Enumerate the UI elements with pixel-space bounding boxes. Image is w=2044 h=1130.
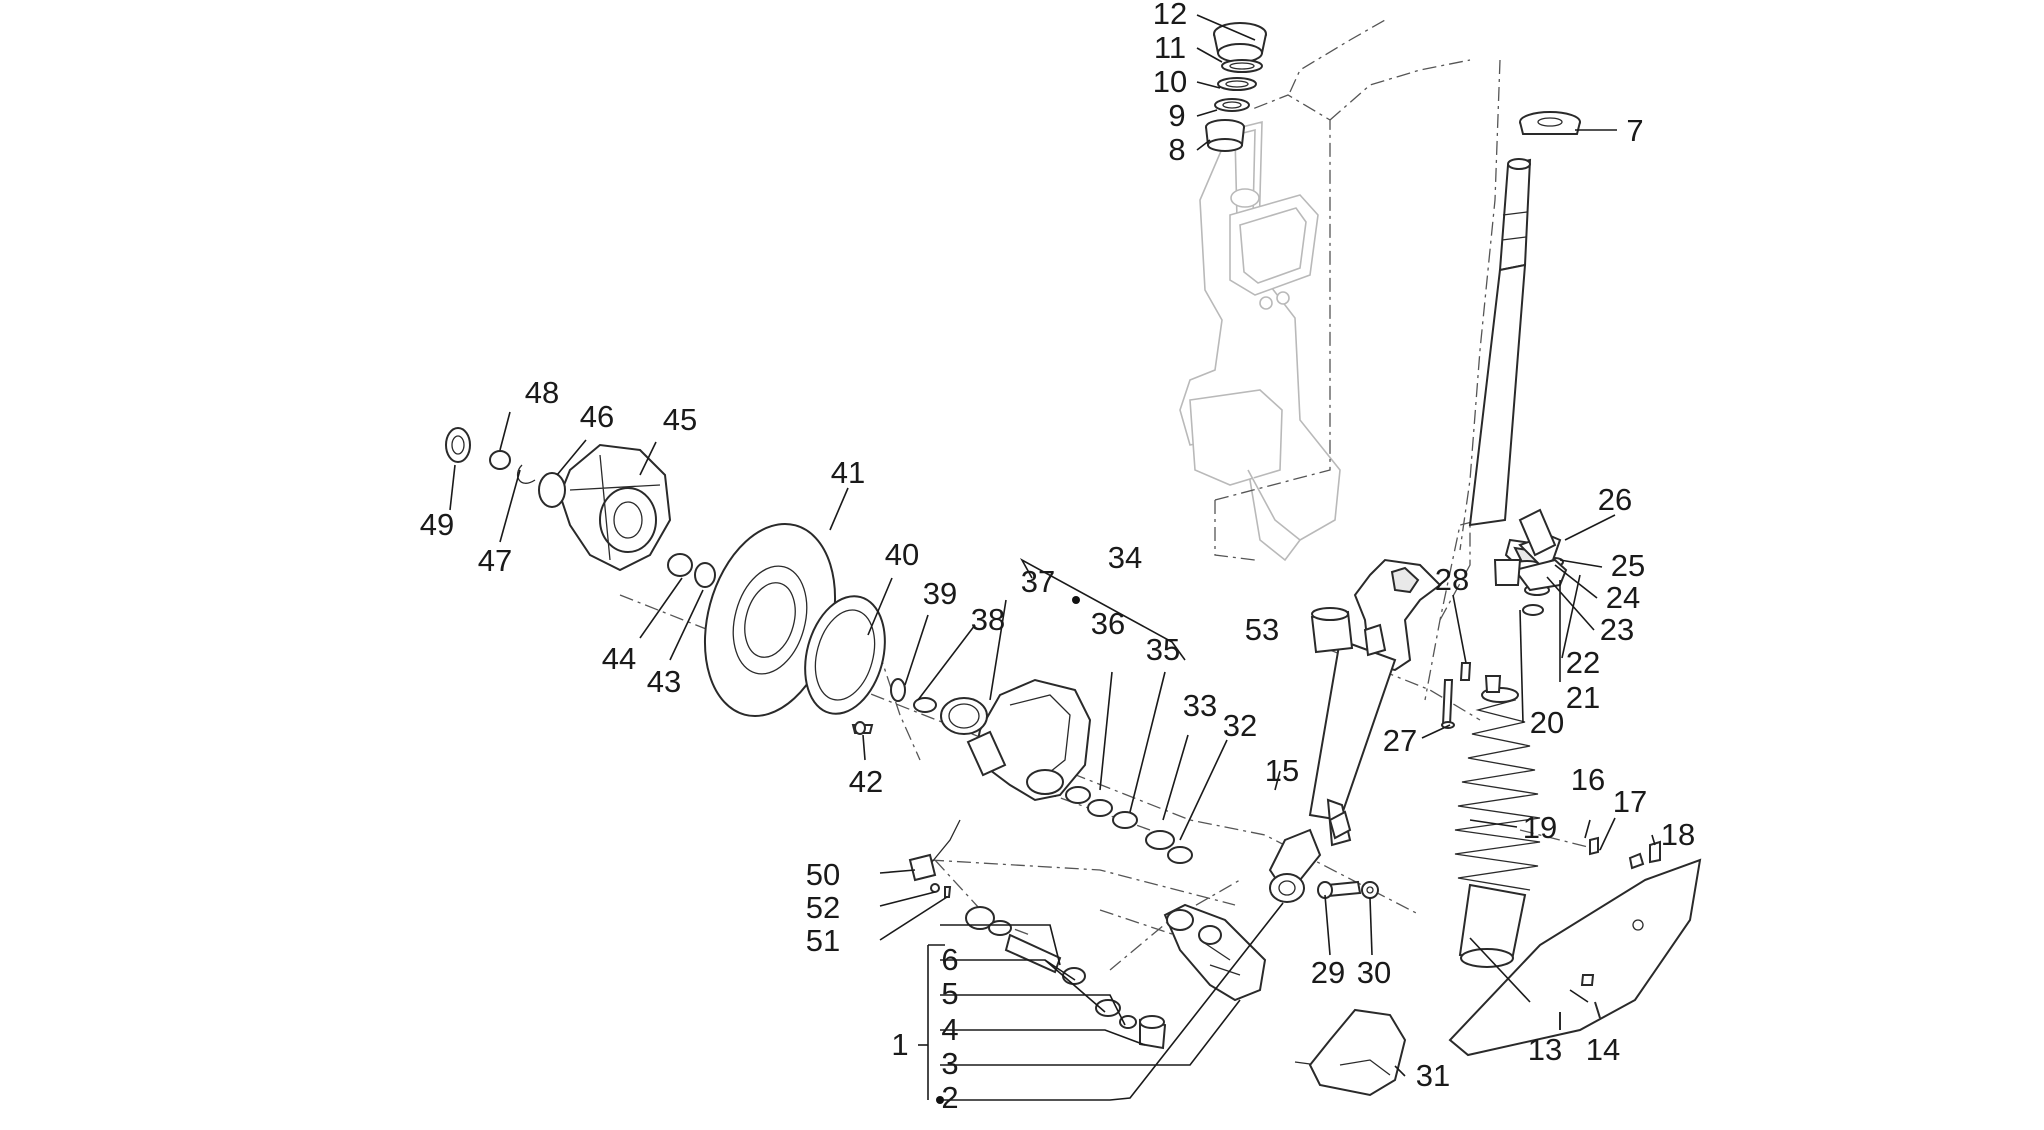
cover-31 bbox=[1294, 1008, 1407, 1097]
callout-31: 31 bbox=[1416, 1058, 1450, 1093]
callout-7: 7 bbox=[1626, 113, 1643, 148]
bushing-53 bbox=[1310, 607, 1354, 654]
callout-21: 21 bbox=[1566, 680, 1600, 715]
callout-53: 53 bbox=[1245, 612, 1279, 647]
callout-45: 45 bbox=[663, 402, 697, 437]
callout-5: 5 bbox=[941, 976, 958, 1011]
shock-absorber bbox=[1454, 675, 1541, 968]
headset-bearings bbox=[1205, 22, 1581, 152]
brake-disc bbox=[703, 522, 837, 718]
mudguard bbox=[1448, 836, 1702, 1057]
callout-28: 28 bbox=[1435, 562, 1469, 597]
callout-22: 22 bbox=[1566, 645, 1600, 680]
callout-29: 29 bbox=[1311, 955, 1345, 990]
callout-23: 23 bbox=[1600, 612, 1634, 647]
callout-50: 50 bbox=[806, 857, 840, 892]
marker-dot bbox=[936, 1096, 944, 1104]
callout-42: 42 bbox=[849, 764, 883, 799]
hub-bearings bbox=[445, 427, 716, 588]
callout-43: 43 bbox=[647, 664, 681, 699]
alignment-lines bbox=[619, 19, 1601, 971]
brake-caliper-bracket bbox=[913, 596, 1193, 864]
callout-15: 15 bbox=[1265, 753, 1299, 788]
callout-10: 10 bbox=[1153, 64, 1187, 99]
callout-8: 8 bbox=[1168, 132, 1185, 167]
callout-40: 40 bbox=[885, 537, 919, 572]
callout-1: 1 bbox=[891, 1027, 908, 1062]
callout-38: 38 bbox=[971, 602, 1005, 637]
callout-labels: 1 2 3 4 5 6 7 8 9 10 11 12 13 14 15 16 1… bbox=[420, 0, 1695, 1115]
fork-assembly bbox=[1268, 158, 1532, 903]
callout-36: 36 bbox=[1091, 606, 1125, 641]
bolt-42 bbox=[851, 721, 874, 735]
leader-lines bbox=[449, 14, 1656, 1101]
callout-49: 49 bbox=[420, 507, 454, 542]
callout-32: 32 bbox=[1223, 708, 1257, 743]
callout-44: 44 bbox=[602, 641, 636, 676]
callout-41: 41 bbox=[831, 455, 865, 490]
wheel-hub bbox=[558, 443, 672, 572]
callout-19: 19 bbox=[1523, 810, 1557, 845]
callout-46: 46 bbox=[580, 399, 614, 434]
pins-bolts bbox=[1317, 662, 1472, 899]
callout-16: 16 bbox=[1571, 762, 1605, 797]
callout-12: 12 bbox=[1153, 0, 1187, 31]
callout-17: 17 bbox=[1613, 784, 1647, 819]
callout-4: 4 bbox=[941, 1012, 958, 1047]
callout-13: 13 bbox=[1528, 1032, 1562, 1067]
callout-51: 51 bbox=[806, 923, 840, 958]
callout-11: 11 bbox=[1154, 30, 1186, 65]
callout-34: 34 bbox=[1108, 540, 1142, 575]
callout-48: 48 bbox=[525, 375, 559, 410]
callout-33: 33 bbox=[1183, 688, 1217, 723]
callout-26: 26 bbox=[1598, 482, 1632, 517]
callout-3: 3 bbox=[941, 1046, 958, 1081]
callout-37: 37 bbox=[1021, 564, 1055, 599]
callout-18: 18 bbox=[1661, 817, 1695, 852]
callout-14: 14 bbox=[1586, 1032, 1620, 1067]
callout-35: 35 bbox=[1146, 632, 1180, 667]
callout-20: 20 bbox=[1530, 705, 1564, 740]
callout-30: 30 bbox=[1357, 955, 1391, 990]
callout-47: 47 bbox=[478, 543, 512, 578]
frame-ghost bbox=[1179, 120, 1341, 562]
callout-9: 9 bbox=[1168, 98, 1185, 133]
abs-sensor bbox=[908, 819, 961, 898]
tone-ring bbox=[804, 595, 906, 715]
callout-6: 6 bbox=[941, 942, 958, 977]
callout-2: 2 bbox=[941, 1080, 958, 1115]
callout-39: 39 bbox=[923, 576, 957, 611]
callout-25: 25 bbox=[1611, 548, 1645, 583]
callout-24: 24 bbox=[1606, 580, 1640, 615]
callout-52: 52 bbox=[806, 890, 840, 925]
callout-27: 27 bbox=[1383, 723, 1417, 758]
shock-top-mounts bbox=[1493, 508, 1568, 616]
